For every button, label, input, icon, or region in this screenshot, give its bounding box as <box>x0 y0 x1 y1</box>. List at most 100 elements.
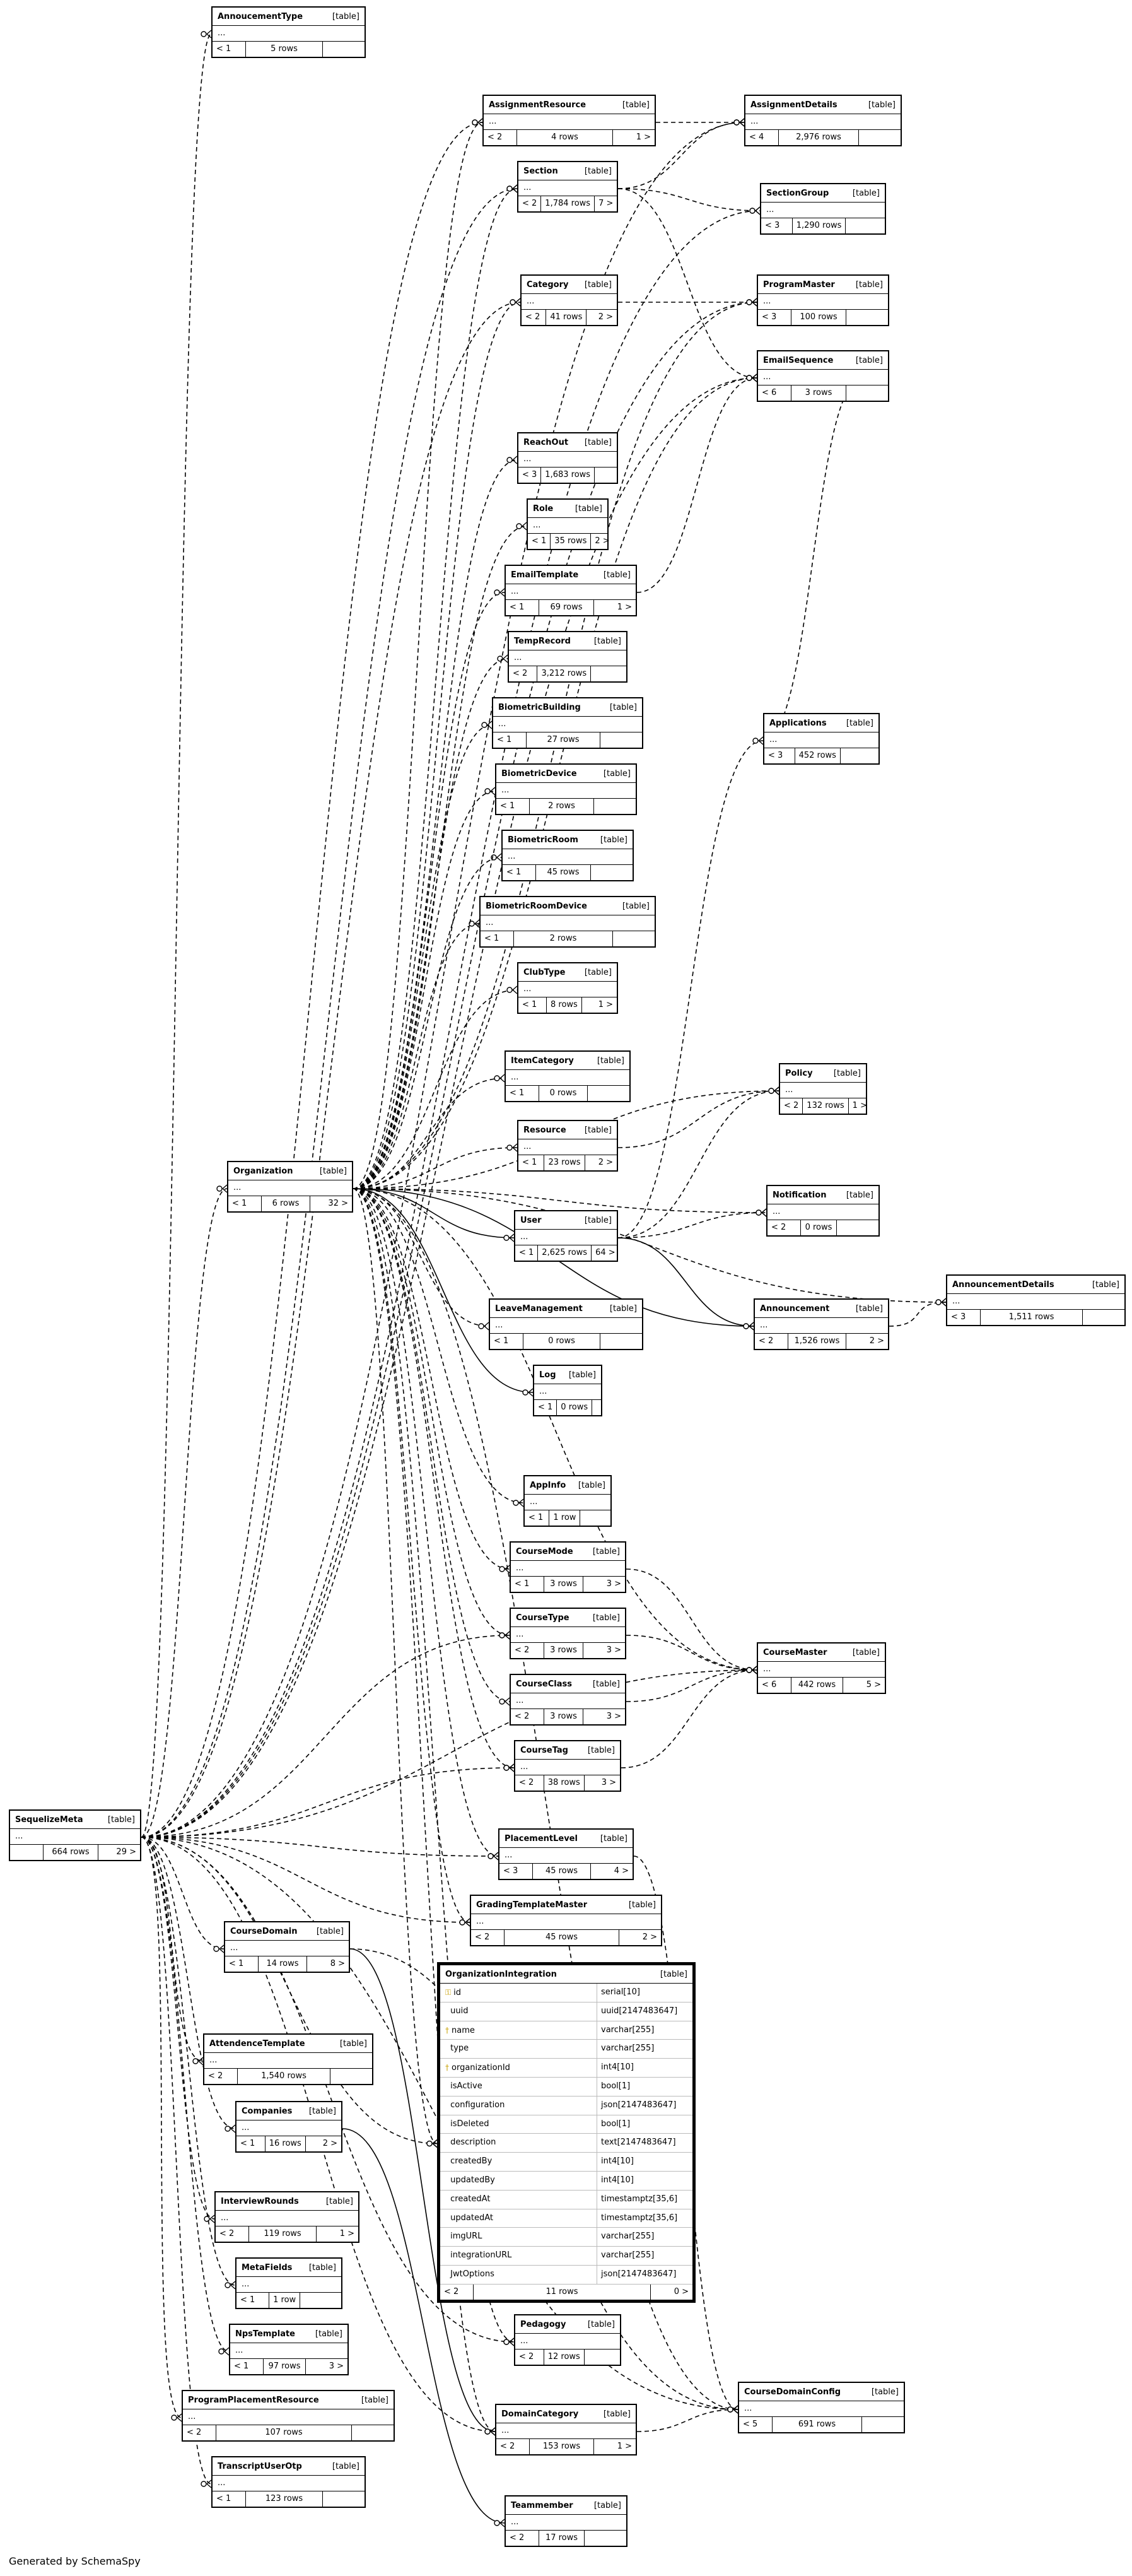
child-count[interactable]: 29 > <box>116 1847 136 1857</box>
parent-count[interactable]: < 1 <box>490 1334 523 1349</box>
parent-count[interactable]: < 1 <box>236 2293 270 2308</box>
child-count[interactable] <box>1083 1310 1124 1325</box>
parent-count[interactable]: < 3 <box>764 748 795 763</box>
parent-count[interactable]: < 6 <box>758 1678 791 1693</box>
parent-count[interactable]: < 2 <box>506 2531 539 2546</box>
child-count[interactable]: 3 > <box>601 1778 616 1787</box>
child-count[interactable] <box>859 130 901 145</box>
parent-count[interactable]: < 1 <box>230 2359 264 2374</box>
parent-count[interactable]: < 2 <box>780 1098 803 1114</box>
parent-count[interactable]: < 1 <box>506 600 539 615</box>
child-count[interactable]: 1 > <box>852 1101 867 1110</box>
parent-count[interactable]: < 2 <box>518 196 542 211</box>
child-count[interactable]: 2 > <box>642 1932 657 1942</box>
child-count[interactable] <box>300 2293 341 2308</box>
parent-count[interactable]: < 1 <box>225 1956 259 1972</box>
parent-count[interactable]: < 1 <box>518 1155 545 1170</box>
child-count[interactable]: 1 > <box>598 1000 613 1009</box>
child-count[interactable] <box>323 42 365 57</box>
child-count[interactable] <box>846 385 888 401</box>
child-count[interactable] <box>585 2531 626 2546</box>
parent-count[interactable]: < 2 <box>515 2350 544 2365</box>
child-count[interactable] <box>600 1334 642 1349</box>
child-count[interactable] <box>594 799 636 814</box>
child-count[interactable]: 3 > <box>606 1645 621 1655</box>
parent-count[interactable]: < 2 <box>511 1709 544 1724</box>
parent-count[interactable]: < 4 <box>745 130 779 145</box>
child-count[interactable]: 4 > <box>614 1866 629 1876</box>
parent-count[interactable]: < 1 <box>525 1510 550 1526</box>
child-count[interactable] <box>352 2425 394 2440</box>
parent-count[interactable]: < 2 <box>471 1930 505 1945</box>
parent-count[interactable]: < 6 <box>758 385 791 401</box>
child-count[interactable] <box>613 931 655 946</box>
parent-count[interactable]: < 1 <box>228 1196 262 1211</box>
child-count[interactable]: 32 > <box>328 1199 348 1208</box>
parent-count[interactable]: < 3 <box>518 468 542 483</box>
parent-count[interactable]: < 2 <box>484 130 517 145</box>
child-count[interactable]: 2 > <box>595 536 610 546</box>
child-count[interactable] <box>323 2491 365 2507</box>
parent-count[interactable]: < 1 <box>213 42 246 57</box>
child-count[interactable] <box>837 1220 878 1235</box>
parent-count[interactable]: < 3 <box>947 1310 981 1325</box>
child-count[interactable] <box>592 1400 601 1415</box>
parent-count[interactable]: < 1 <box>528 534 551 549</box>
parent-count[interactable]: < 2 <box>183 2425 216 2440</box>
child-count[interactable] <box>862 2417 904 2432</box>
child-count[interactable] <box>600 732 642 748</box>
child-count[interactable] <box>846 218 885 233</box>
parent-count[interactable]: < 2 <box>511 1643 544 1658</box>
child-count[interactable]: 7 > <box>598 199 614 208</box>
child-count[interactable] <box>591 666 626 681</box>
parent-count[interactable]: < 2 <box>204 2069 238 2084</box>
parent-count[interactable]: < 1 <box>213 2491 246 2507</box>
child-count[interactable]: 2 > <box>869 1336 884 1346</box>
parent-count[interactable]: < 1 <box>481 931 514 946</box>
child-count[interactable]: 64 > <box>595 1248 616 1257</box>
parent-count[interactable]: < 2 <box>216 2226 249 2242</box>
parent-count[interactable]: < 1 <box>534 1400 557 1415</box>
parent-count[interactable]: < 1 <box>503 865 536 880</box>
parent-count[interactable]: < 5 <box>739 2417 773 2432</box>
parent-count[interactable]: < 1 <box>496 799 530 814</box>
child-count[interactable]: 1 > <box>617 603 632 612</box>
parent-count[interactable]: < 2 <box>509 666 538 681</box>
child-count[interactable] <box>846 310 888 325</box>
parent-count[interactable]: < 2 <box>767 1220 801 1235</box>
parent-count[interactable]: < 2 <box>755 1334 788 1349</box>
child-count[interactable]: 2 > <box>598 1158 613 1167</box>
parent-count[interactable]: < 3 <box>499 1864 533 1879</box>
